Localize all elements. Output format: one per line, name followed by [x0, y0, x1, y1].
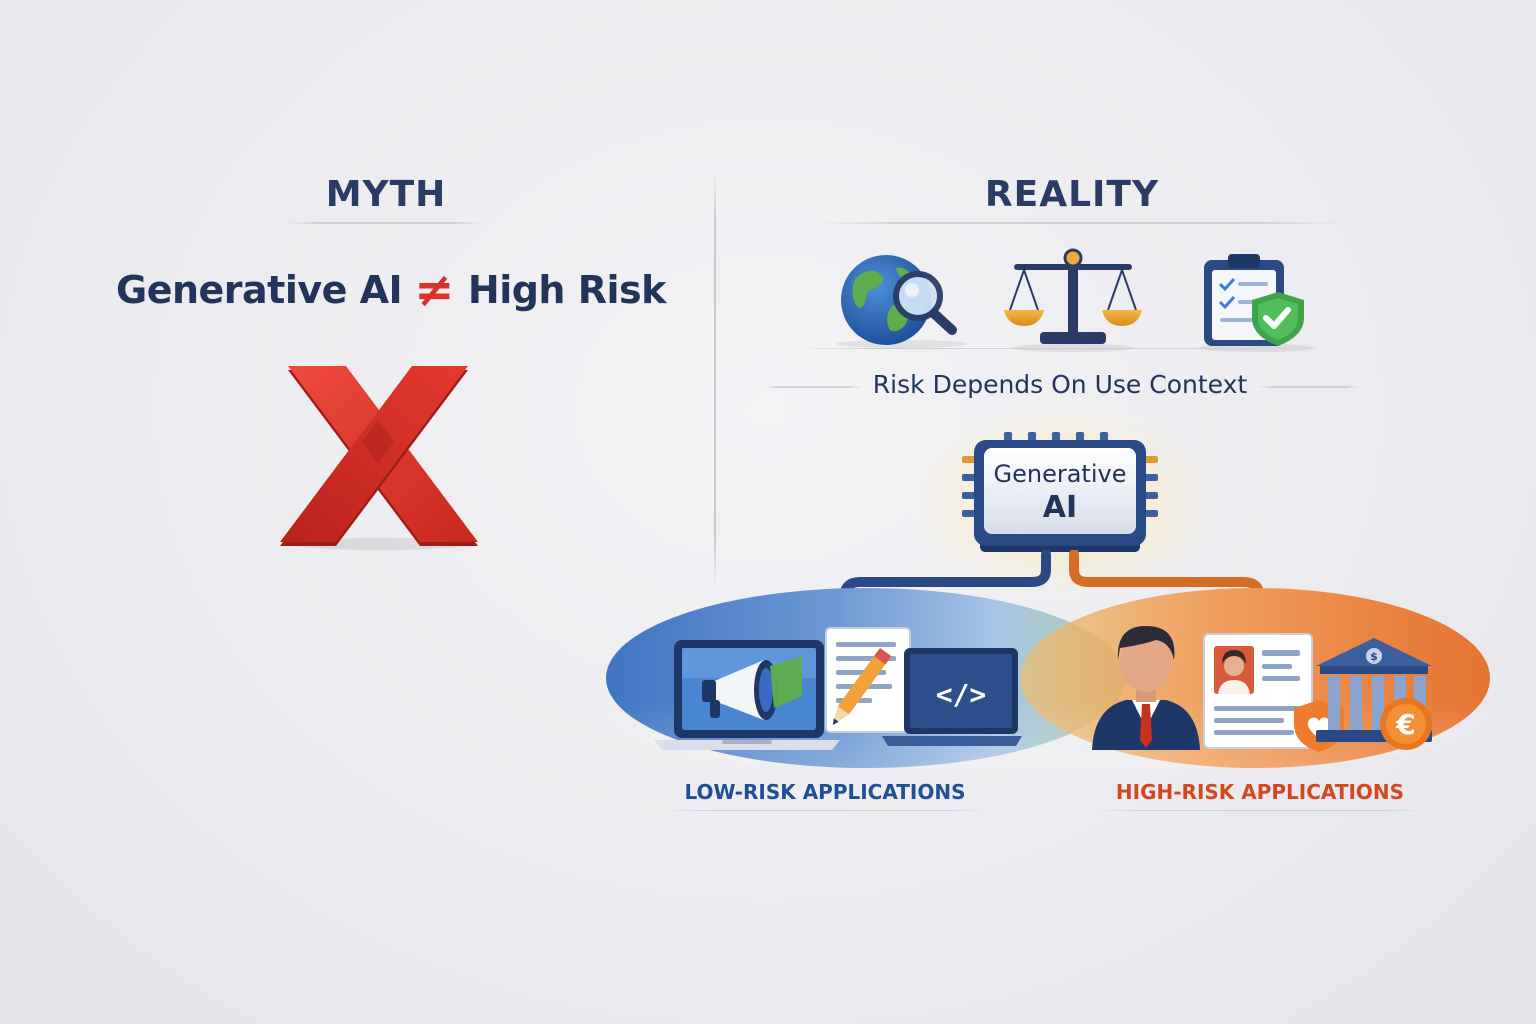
- low-risk-label: LOW-RISK APPLICATIONS: [684, 780, 966, 804]
- myth-statement-left: Generative AI: [116, 268, 403, 312]
- balance-scale-icon: [1004, 248, 1142, 352]
- globe-magnifier-icon: [836, 255, 968, 348]
- svg-text:$: $: [1370, 650, 1378, 663]
- resume-profile-icon: [1203, 633, 1313, 749]
- myth-heading-rule: [288, 222, 484, 224]
- caption-rule-right: [1258, 386, 1360, 388]
- document-pencil-icon: [825, 627, 911, 733]
- businessman-icon: [1092, 626, 1200, 750]
- caption-rule-left: [764, 386, 862, 388]
- chip-label-line1: Generative: [993, 460, 1127, 488]
- icons-shelf-rule: [790, 348, 1326, 349]
- low-risk-label-rule: [660, 810, 990, 811]
- euro-coin-icon: €: [1380, 698, 1432, 750]
- compliance-clipboard-icon: [1198, 254, 1314, 352]
- reality-heading: REALITY: [984, 174, 1160, 215]
- not-equal-icon: ≠: [414, 262, 454, 318]
- myth-reality-divider: [714, 172, 716, 588]
- generative-ai-chip-icon: [962, 432, 1158, 552]
- high-risk-label: HIGH-RISK APPLICATIONS: [1115, 780, 1405, 804]
- reality-heading-rule: [820, 222, 1340, 224]
- myth-heading: MYTH: [325, 174, 447, 215]
- risk-context-caption: Risk Depends On Use Context: [872, 370, 1248, 399]
- code-screen-icon: </>: [882, 648, 1022, 746]
- laptop-megaphone-icon: [654, 640, 840, 750]
- high-risk-label-rule: [1092, 810, 1428, 811]
- svg-text:</>: </>: [936, 678, 987, 711]
- myth-statement-right: High Risk: [467, 268, 667, 312]
- myth-statement: Generative AI ≠ High Risk: [116, 262, 666, 318]
- svg-text:€: €: [1395, 708, 1415, 741]
- red-x-icon: [280, 366, 478, 550]
- chip-label-line2: AI: [1042, 490, 1078, 525]
